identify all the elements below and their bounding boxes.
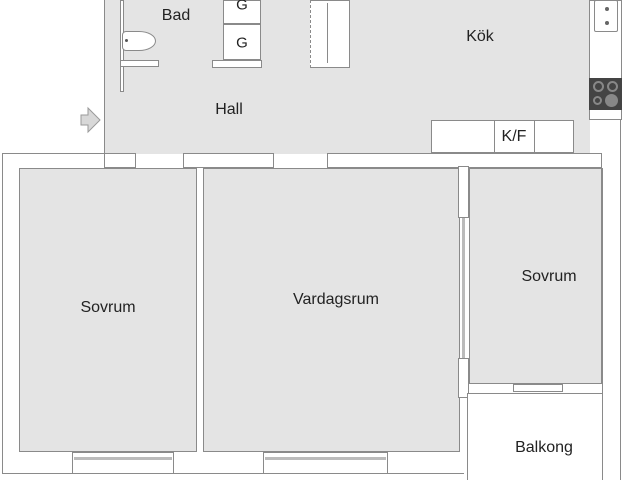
counter-divider	[534, 120, 535, 153]
room-label-sovrum-left: Sovrum	[80, 299, 136, 316]
vardagsrum-floor	[203, 168, 460, 452]
room-label-kok: Kök	[466, 28, 494, 45]
room-label-sovrum-right: Sovrum	[521, 268, 577, 285]
outer-wall-left	[2, 154, 3, 474]
balkong-outline	[467, 393, 603, 480]
counter-divider	[494, 120, 495, 153]
wall-vardagsrum-sovrum	[458, 166, 469, 218]
window-pane	[74, 457, 172, 460]
hall-wall-left	[104, 0, 105, 154]
stove-icon	[589, 78, 622, 110]
sovrum-right-floor	[469, 168, 602, 384]
wall-bad-bottom	[120, 60, 159, 67]
sink-icon	[594, 0, 618, 32]
wall-hall-vardagsrum	[183, 153, 274, 168]
toilet-icon	[122, 31, 156, 51]
kitchen-floor	[330, 0, 590, 120]
sovrum-left-floor	[19, 168, 197, 452]
room-label-bad: Bad	[161, 7, 191, 24]
inner-wall-right	[602, 168, 603, 468]
appliance-g-top: G	[223, 0, 261, 24]
wall-hall-sovrum	[104, 153, 136, 168]
kf-label: K/F	[501, 128, 527, 145]
room-label-vardagsrum: Vardagsrum	[293, 291, 379, 308]
outer-wall-bottom	[2, 473, 464, 474]
appliance-g-label: G	[236, 0, 248, 14]
appliance-g-bottom: G	[223, 24, 261, 60]
wardrobe	[310, 0, 350, 68]
outer-wall-right	[620, 0, 621, 480]
window-sovrum-left	[72, 452, 174, 474]
window-vardagsrum	[263, 452, 388, 474]
room-label-hall: Hall	[215, 101, 243, 118]
outer-wall-top-left	[2, 153, 134, 154]
wall-vardagsrum-balkong	[458, 358, 469, 398]
counter-bottom	[431, 120, 574, 153]
entrance-arrow-icon	[80, 106, 102, 134]
wall-closet	[212, 60, 262, 68]
window-sovrum-right	[513, 384, 563, 392]
wardrobe-divider	[327, 3, 328, 63]
sliding-door-balkong	[462, 218, 465, 358]
window-pane	[265, 457, 386, 460]
room-label-balkong: Balkong	[515, 439, 573, 456]
appliance-g-label: G	[236, 34, 248, 52]
